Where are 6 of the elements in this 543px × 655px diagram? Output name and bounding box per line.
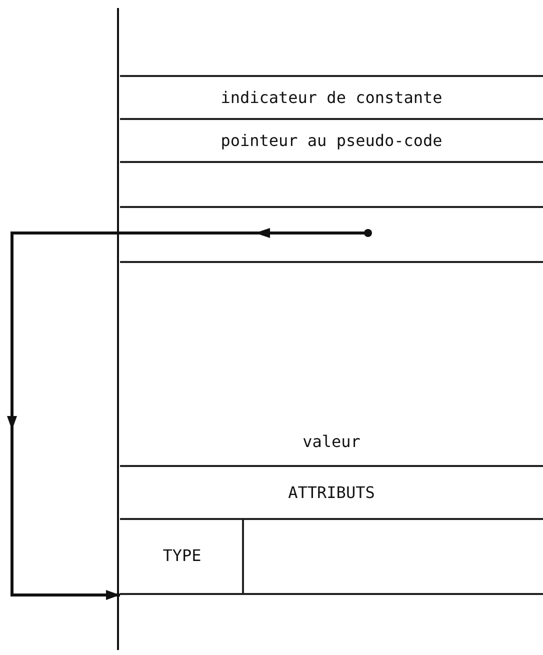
field-label: pointeur au pseudo-code <box>220 131 442 150</box>
field-label: ATTRIBUTS <box>288 483 375 502</box>
memory-cell <box>242 518 543 595</box>
field-label: TYPE <box>162 546 202 565</box>
field-label: indicateur de constante <box>220 88 442 107</box>
field-label: valeur <box>302 432 360 451</box>
